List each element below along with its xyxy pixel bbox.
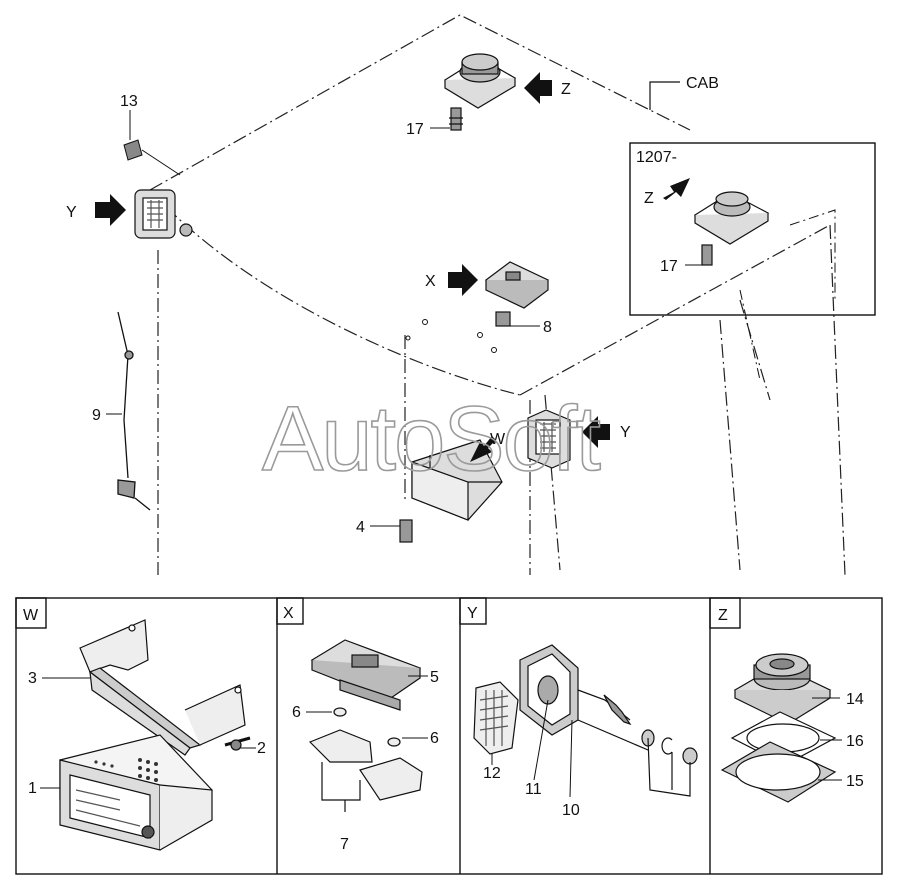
arrow-x — [448, 264, 478, 296]
panel-x-parts — [308, 639, 423, 812]
part-number-4: 4 — [356, 519, 365, 536]
radio-bracket-main — [399, 439, 503, 543]
part-number-11: 11 — [525, 781, 542, 798]
part-number-6-left: 6 — [292, 704, 301, 721]
arrow-w — [470, 436, 496, 462]
grommet-13 — [123, 139, 143, 161]
part-number-17-main: 17 — [406, 121, 424, 138]
view-letter-z-inset: Z — [644, 190, 654, 207]
arrow-y-left — [95, 194, 126, 226]
panel-z-label: Z — [718, 607, 728, 624]
variant-label: 1207- — [636, 149, 677, 166]
panel-w-label: W — [23, 607, 39, 624]
variant-inset — [629, 142, 876, 316]
view-letter-y-right: Y — [620, 424, 631, 441]
cab-outline — [149, 14, 846, 576]
view-letter-y-left: Y — [66, 204, 77, 221]
inset-speaker — [693, 191, 770, 266]
panel-y-label: Y — [467, 605, 478, 622]
panel-z-parts — [720, 653, 837, 803]
detail-panels — [15, 597, 883, 875]
part-number-14: 14 — [846, 691, 864, 708]
part-number-3: 3 — [28, 670, 37, 687]
view-letter-x-main: X — [425, 273, 436, 290]
part-number-12: 12 — [483, 765, 501, 782]
part-number-10: 10 — [562, 802, 580, 819]
work-lamp-left — [134, 189, 193, 239]
part-number-8: 8 — [543, 319, 552, 336]
part-number-1: 1 — [28, 780, 37, 797]
room-lamp-x — [484, 261, 550, 327]
panel-w-parts — [59, 619, 251, 851]
part-number-13: 13 — [120, 93, 138, 110]
part-number-7: 7 — [340, 836, 349, 853]
arrow-z — [524, 72, 552, 104]
speaker-assembly — [443, 53, 517, 131]
part-number-17-inset: 17 — [660, 258, 678, 275]
arrow-z-inset — [663, 178, 690, 200]
part-number-6-right: 6 — [430, 730, 439, 747]
part-number-16: 16 — [846, 733, 864, 750]
part-number-2: 2 — [257, 740, 266, 757]
panel-x-label: X — [283, 605, 294, 622]
arrow-y-right — [582, 416, 610, 448]
work-lamp-right — [527, 409, 571, 469]
part-number-15: 15 — [846, 773, 864, 790]
view-letter-z-main: Z — [561, 81, 571, 98]
cab-label: CAB — [686, 75, 719, 92]
part-number-9: 9 — [92, 407, 101, 424]
part-number-5: 5 — [430, 669, 439, 686]
panel-y-parts — [473, 644, 698, 797]
view-letter-w-main: W — [490, 431, 506, 448]
watermark: AutoSoft — [262, 388, 600, 490]
antenna-9 — [117, 311, 151, 511]
label-group: 13 17 Y Z CAB 1207- Z 17 X 8 9 W Y 4 W X… — [23, 75, 864, 853]
